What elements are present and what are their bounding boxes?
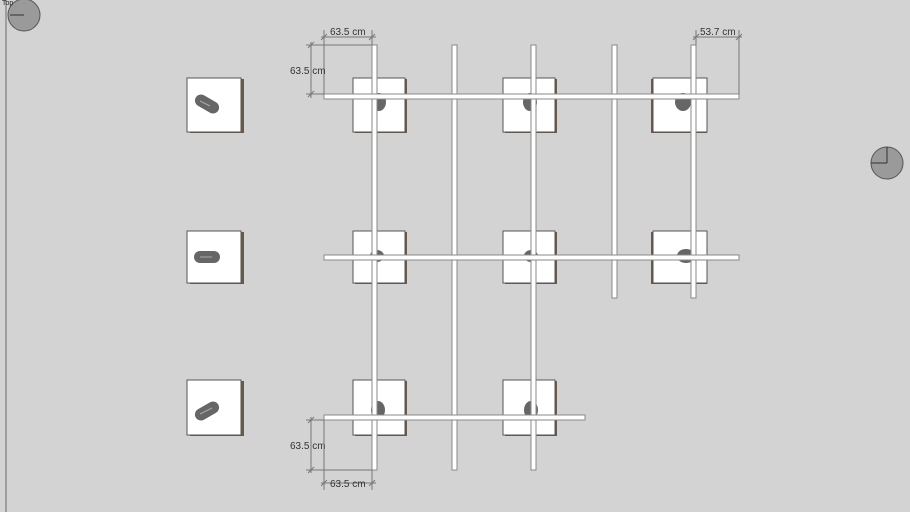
dimension-label: 63.5 cm — [290, 441, 326, 452]
footing-block[interactable] — [186, 379, 244, 436]
footing-block[interactable] — [186, 77, 244, 133]
horizontal-rebar[interactable] — [323, 93, 740, 100]
view-name-label: Top — [2, 0, 14, 7]
dimension-label: 63.5 cm — [330, 479, 366, 490]
dimension-label: 53.7 cm — [700, 27, 736, 38]
horizontal-rebar[interactable] — [323, 254, 740, 261]
dimension-label: 63.5 cm — [290, 66, 326, 77]
compass-icon[interactable] — [870, 146, 904, 180]
footing-block[interactable] — [502, 379, 557, 436]
view-navigator-icon[interactable] — [7, 0, 41, 32]
footing-block[interactable] — [502, 77, 557, 133]
footing-block[interactable] — [352, 77, 407, 133]
dimension-label: 63.5 cm — [330, 27, 366, 38]
dimension-bottom-vertical[interactable] — [306, 416, 372, 474]
footing-block[interactable] — [651, 77, 708, 133]
dimension-bottom-horizontal[interactable] — [320, 420, 376, 490]
dimension-top-vertical[interactable] — [306, 41, 372, 98]
footing-block[interactable] — [186, 230, 244, 284]
horizontal-rebar[interactable] — [323, 414, 586, 421]
dimension-top-horizontal[interactable] — [320, 30, 376, 94]
footing-block[interactable] — [352, 379, 407, 436]
vertical-rebar[interactable] — [611, 44, 618, 299]
vertical-rebar[interactable] — [690, 44, 697, 299]
dimension-top-right[interactable] — [692, 30, 743, 94]
